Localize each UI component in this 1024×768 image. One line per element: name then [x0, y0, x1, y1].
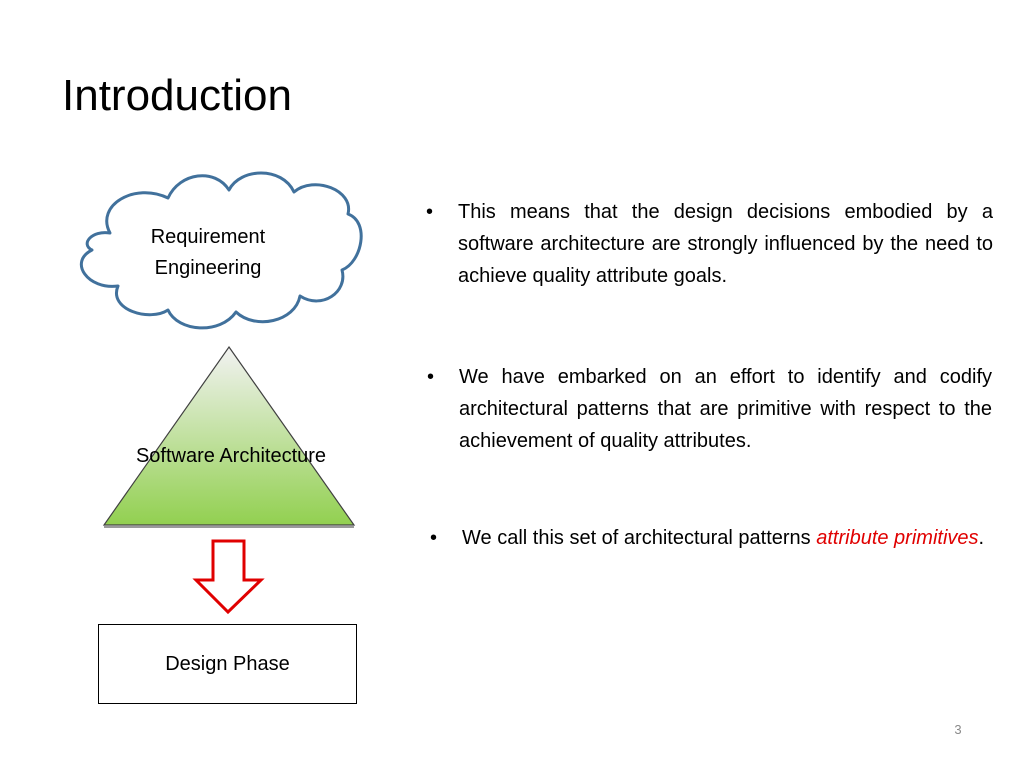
- bullet-dot: •: [430, 527, 438, 549]
- bullet-dot: •: [427, 366, 435, 388]
- cloud-shape: [79, 171, 363, 330]
- bullet-emphasis: attribute primitives: [816, 527, 979, 549]
- software-architecture-label: Software Architecture: [135, 445, 327, 467]
- design-phase-box: Design Phase: [98, 624, 357, 704]
- cloud-label-line1: Requirement: [150, 226, 266, 248]
- page-number: 3: [954, 722, 962, 737]
- bullet-item: • This means that the design decisions e…: [426, 196, 993, 292]
- bullet-text-suffix: .: [978, 527, 985, 549]
- cloud-label-line2: Engineering: [154, 257, 262, 279]
- bullet-dot: •: [426, 201, 434, 223]
- bullet-item: • We have embarked on an effort to ident…: [427, 361, 992, 457]
- design-phase-label: Design Phase: [165, 652, 290, 675]
- bullet-text-prefix: We call this set of architectural patter…: [462, 527, 817, 549]
- bullet-item: • We call this set of architectural patt…: [430, 522, 995, 554]
- triangle-shape: [102, 345, 356, 528]
- bullet-text: We have embarked on an effort to identif…: [459, 366, 992, 452]
- slide-title: Introduction: [62, 71, 292, 120]
- requirement-engineering-label: Requirement Engineering: [128, 222, 288, 284]
- bullet-text: This means that the design decisions emb…: [458, 201, 993, 287]
- down-arrow-icon: [192, 539, 265, 615]
